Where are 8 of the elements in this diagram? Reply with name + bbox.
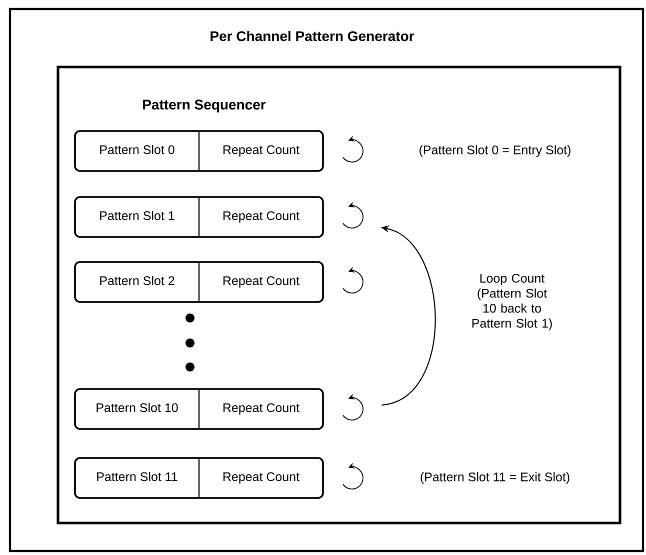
- slot-row: Pattern Slot 11 Repeat Count: [74, 457, 324, 499]
- slot-row: Pattern Slot 0 Repeat Count: [74, 130, 324, 172]
- slot-row: Pattern Slot 1 Repeat Count: [74, 196, 324, 238]
- note-text: (Pattern Slot 11 = Exit Slot): [420, 472, 570, 484]
- edge-label: Loop Count (Pattern Slot 10 back to Pattern Slot 1): [462, 270, 562, 334]
- slot-row: Pattern Slot 2 Repeat Count: [74, 261, 324, 303]
- note-text: (Pattern Slot 0 = Entry Slot): [420, 145, 570, 157]
- slot-row: Pattern Slot 10 Repeat Count: [74, 388, 324, 430]
